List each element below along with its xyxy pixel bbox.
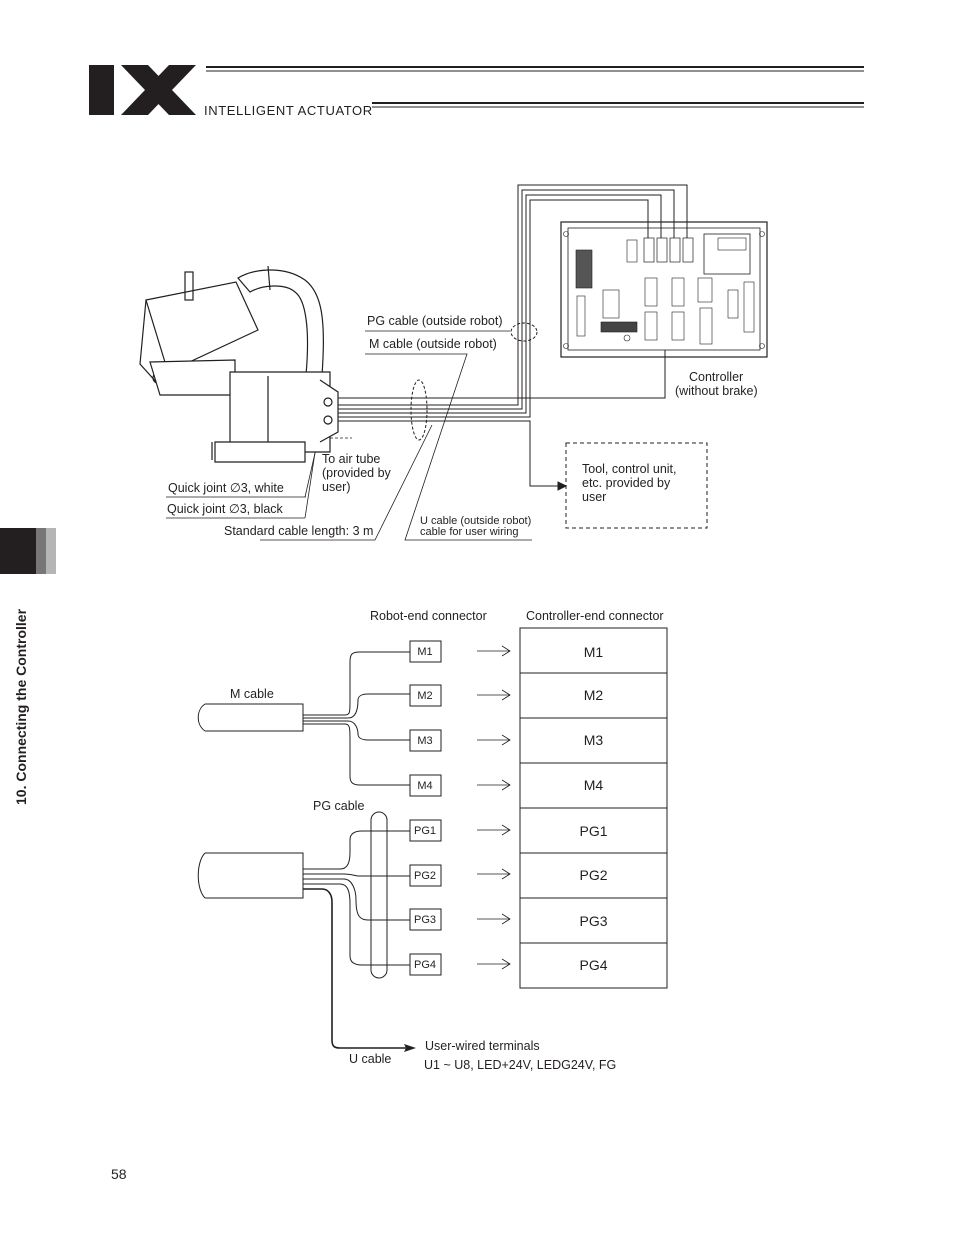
cable-length-label: Standard cable length: 3 m — [224, 524, 374, 538]
page-number: 58 — [111, 1166, 127, 1182]
pg-cable-body — [197, 811, 410, 979]
air-tube-label-2: (provided by — [322, 466, 391, 480]
quick-joint-black-label: Quick joint ∅3, black — [167, 502, 283, 516]
ix-logo — [89, 65, 196, 115]
user-terminals-label: User-wired terminals — [425, 1039, 540, 1053]
controller-sublabel: (without brake) — [675, 384, 758, 398]
robot-connector-m4: M4 — [417, 780, 433, 792]
u-cable-outside-label: U cable (outside robot) — [420, 515, 532, 527]
robot-connector-pg3: PG3 — [413, 914, 436, 926]
pg-cable-label: PG cable — [313, 799, 365, 813]
controller-connector-m3: M3 — [583, 732, 604, 748]
controller-end-table — [519, 627, 668, 989]
u-cable-user-wiring-label: cable for user wiring — [420, 526, 519, 538]
tool-label-2: etc. provided by — [582, 476, 671, 490]
controller-drawing — [560, 221, 768, 358]
controller-connector-m2: M2 — [583, 687, 604, 703]
robot-connector-pg4: PG4 — [413, 959, 436, 971]
robot-connector-pg2: PG2 — [413, 870, 436, 882]
robot-connector-m2: M2 — [417, 690, 433, 702]
controller-connector-m4: M4 — [583, 777, 604, 793]
cable-bundle-marker — [410, 379, 428, 441]
robot-end-header: Robot-end connector — [370, 609, 487, 623]
u-cable-line — [303, 888, 410, 1049]
tool-label-1: Tool, control unit, — [582, 462, 677, 476]
controller-connector-pg3: PG3 — [579, 913, 608, 929]
side-tab-block — [0, 528, 56, 574]
scara-robot-drawing — [139, 265, 339, 463]
header-rules — [206, 66, 864, 108]
mapping-arrows — [477, 645, 511, 970]
quick-joint-white-label: Quick joint ∅3, white — [168, 481, 284, 495]
robot-connector-m1: M1 — [417, 646, 433, 658]
m-cable-label: M cable — [230, 687, 274, 701]
controller-label: Controller — [689, 370, 744, 384]
m-cable-body — [197, 651, 410, 786]
cable-lines — [338, 184, 688, 491]
u-cable-label: U cable — [349, 1052, 392, 1066]
user-terminals-list: U1 ~ U8, LED+24V, LEDG24V, FG — [424, 1058, 617, 1072]
m-cable-outside-label: M cable (outside robot) — [369, 337, 497, 351]
air-tube-label-3: user) — [322, 480, 351, 494]
robot-end-boxes — [409, 640, 442, 976]
tool-box — [565, 442, 708, 529]
brand-name: INTELLIGENT ACTUATOR — [204, 103, 373, 118]
robot-wiring-diagram — [139, 184, 768, 541]
header-graphics — [89, 65, 864, 115]
leader-lines — [166, 330, 532, 541]
controller-connector-pg1: PG1 — [579, 823, 608, 839]
connector-diagram — [197, 627, 668, 1052]
controller-end-header: Controller-end connector — [526, 609, 664, 623]
air-tube-label-1: To air tube — [322, 452, 381, 466]
robot-connector-pg1: PG1 — [413, 825, 436, 837]
controller-connector-pg2: PG2 — [579, 867, 608, 883]
tool-label-3: user — [582, 490, 607, 504]
robot-connector-m3: M3 — [417, 735, 433, 747]
pg-cable-marker — [510, 322, 538, 342]
controller-connector-m1: M1 — [583, 644, 604, 660]
controller-connector-pg4: PG4 — [579, 957, 608, 973]
pg-cable-outside-label: PG cable (outside robot) — [367, 314, 503, 328]
u-cable-arrow — [404, 1044, 416, 1052]
